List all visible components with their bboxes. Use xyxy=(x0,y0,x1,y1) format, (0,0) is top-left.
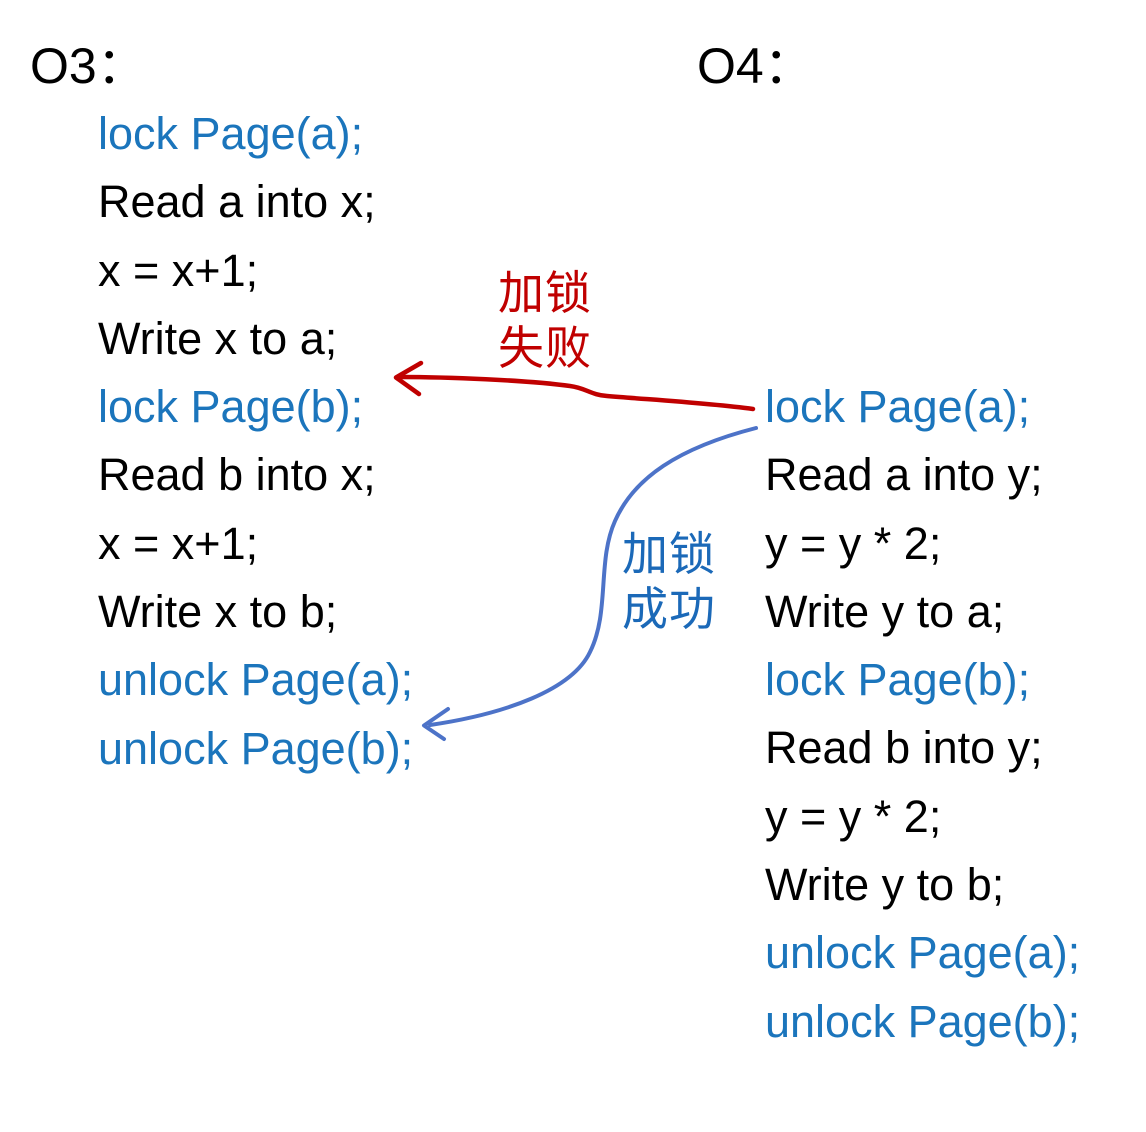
code-line: Write x to a; xyxy=(98,312,338,364)
transaction-o3-title: O3： xyxy=(30,38,147,94)
code-line: lock Page(b); xyxy=(98,381,364,433)
code-line: Write x to b; xyxy=(98,586,338,638)
code-line: Read b into x; xyxy=(98,449,376,501)
lock-fail-label: 加锁 失败 xyxy=(498,267,592,374)
code-line: lock Page(a); xyxy=(765,381,1031,432)
code-line: Read a into x; xyxy=(98,176,376,228)
code-line: Read b into y; xyxy=(765,722,1043,774)
lock-fail-arrow-shaft xyxy=(397,374,756,412)
transaction-o4-title: O4： xyxy=(697,38,814,94)
code-line: unlock Page(a); xyxy=(98,654,414,706)
code-line: unlock Page(b); xyxy=(765,995,1081,1047)
transaction-o3-code: lock Page(a); Read a into x; x = x+1; Wr… xyxy=(98,100,413,783)
code-line: x = x+1; xyxy=(98,517,259,569)
code-line: y = y * 2; xyxy=(765,790,942,842)
code-line: x = x+1; xyxy=(98,244,259,296)
code-line: Write y to b; xyxy=(765,859,1005,911)
code-line: Read a into y; xyxy=(765,449,1043,501)
code-line: lock Page(a); xyxy=(98,108,364,159)
lock-success-label: 加锁 成功 xyxy=(622,528,716,635)
code-line: lock Page(b); xyxy=(765,654,1031,706)
code-line: Write y to a; xyxy=(765,585,1005,637)
transaction-o4-code: lock Page(a); Read a into y; y = y * 2; … xyxy=(765,373,1080,1056)
code-line: unlock Page(b); xyxy=(98,722,414,774)
code-line: unlock Page(a); xyxy=(765,927,1081,979)
code-line: y = y * 2; xyxy=(765,517,942,569)
lock-success-arrowhead xyxy=(422,707,450,741)
